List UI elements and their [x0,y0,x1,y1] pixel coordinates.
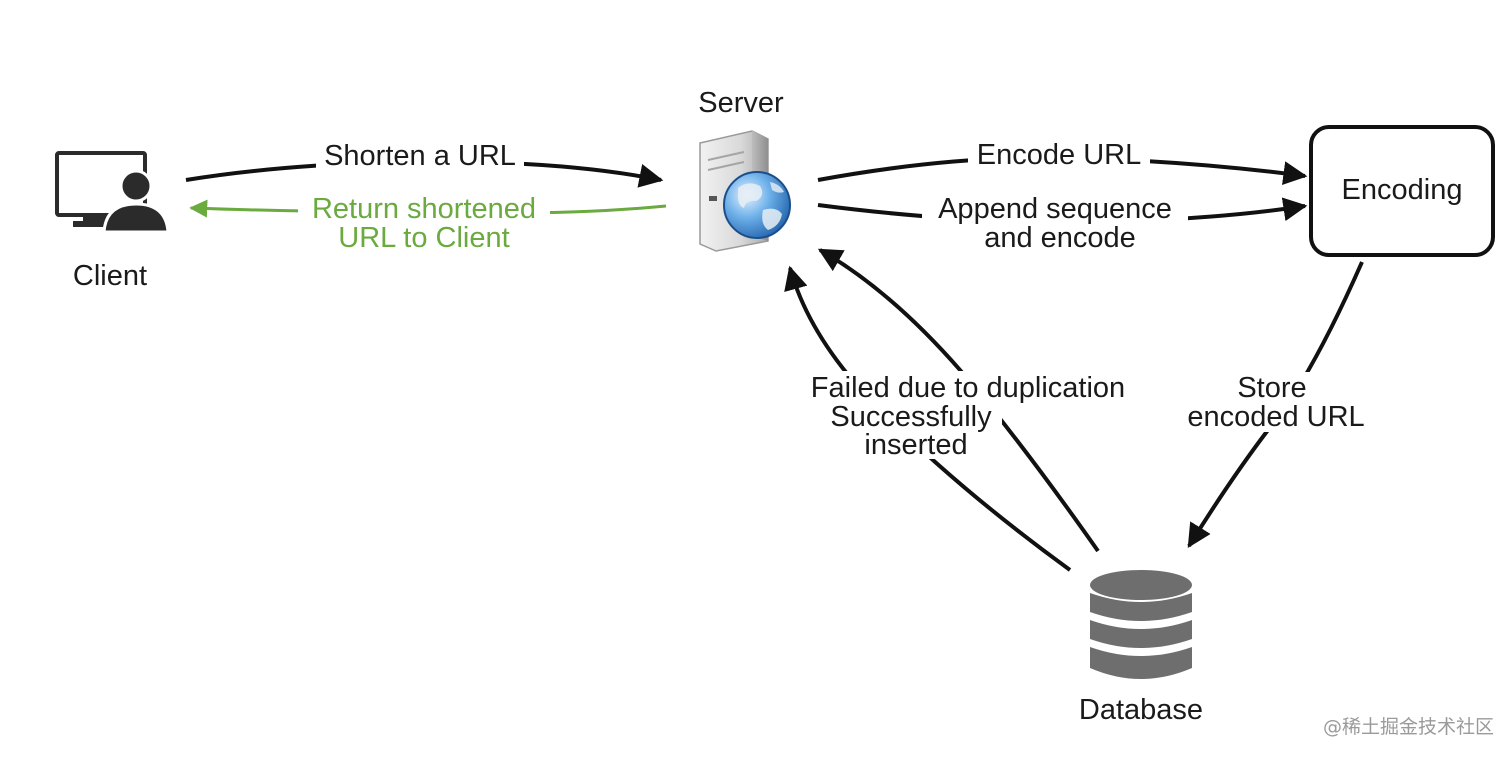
append-label-line1: Append sequence [938,193,1172,225]
encoding-node [1309,125,1495,257]
encode-url-label: Encode URL [977,139,1141,171]
inserted-label-line1: Successfully [830,401,992,433]
database-icon [1090,570,1192,679]
return-label-line1: Return shortened [312,193,536,225]
failed-duplication-label: Failed due to duplication [811,372,1125,404]
return-label-line2: URL to Client [338,222,509,254]
watermark: @稀土掘金技术社区 [1322,716,1494,738]
client-label: Client [73,260,147,292]
database-label: Database [1079,694,1203,726]
append-label-line2: and encode [984,222,1136,254]
encoding-label: Encoding [1342,174,1463,206]
user-computer-icon [55,151,170,234]
web-server-icon [699,130,791,252]
edge-failed-duplication [817,248,1100,553]
inserted-label-line2: inserted [864,429,967,461]
shorten-url-label: Shorten a URL [324,140,516,172]
store-label-line1: Store [1237,372,1306,404]
store-label-line2: encoded URL [1187,401,1364,433]
server-label: Server [698,87,784,119]
